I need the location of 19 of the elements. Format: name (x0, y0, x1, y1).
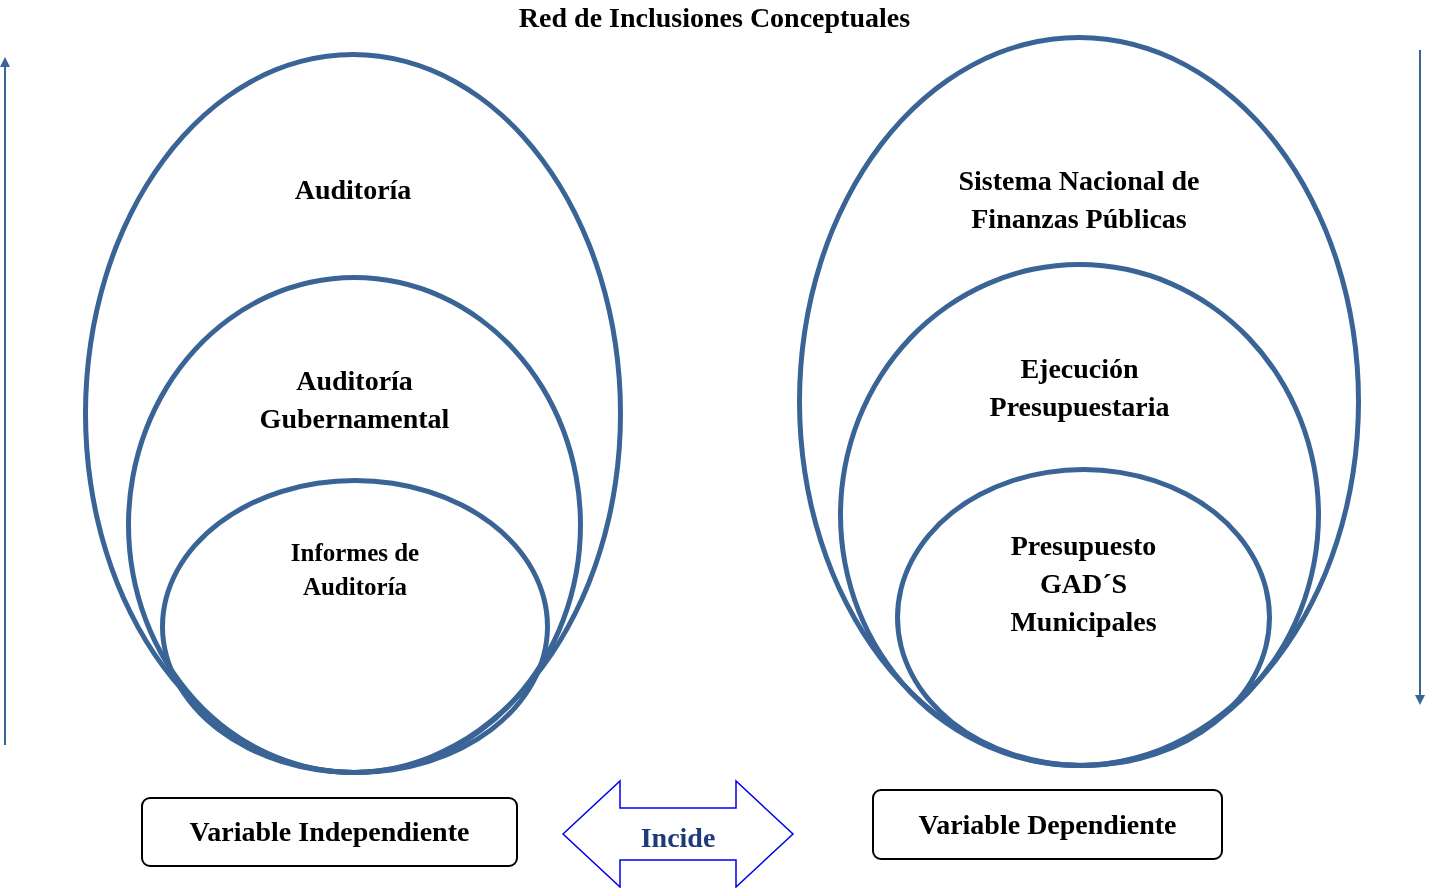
concept-label: Ejecución Presupuestaria (988, 352, 1171, 424)
concept-ellipse (83, 52, 623, 775)
concept-ellipse (838, 262, 1321, 768)
concept-label: Sistema Nacional de Finanzas Públicas (957, 164, 1201, 236)
concept-label: Informes de Auditoría (289, 538, 421, 602)
double-block-arrow (561, 779, 795, 888)
concept-ellipse (160, 478, 550, 775)
edge-label: Incide (640, 822, 716, 854)
concept-ellipse (895, 467, 1272, 768)
concept-label: Presupuesto GAD´S Municipales (1009, 529, 1158, 639)
variable-box (141, 797, 518, 867)
variable-box (872, 789, 1223, 860)
concept-ellipse (797, 35, 1361, 768)
concept-label: Auditoría (293, 173, 413, 208)
variable-label: Variable Independiente (189, 815, 470, 849)
concept-ellipse (126, 275, 583, 775)
concept-label: Auditoría Gubernamental (258, 364, 451, 436)
diagram-title: Red de Inclusiones Conceptuales (517, 1, 912, 35)
variable-label: Variable Dependiente (918, 807, 1177, 842)
